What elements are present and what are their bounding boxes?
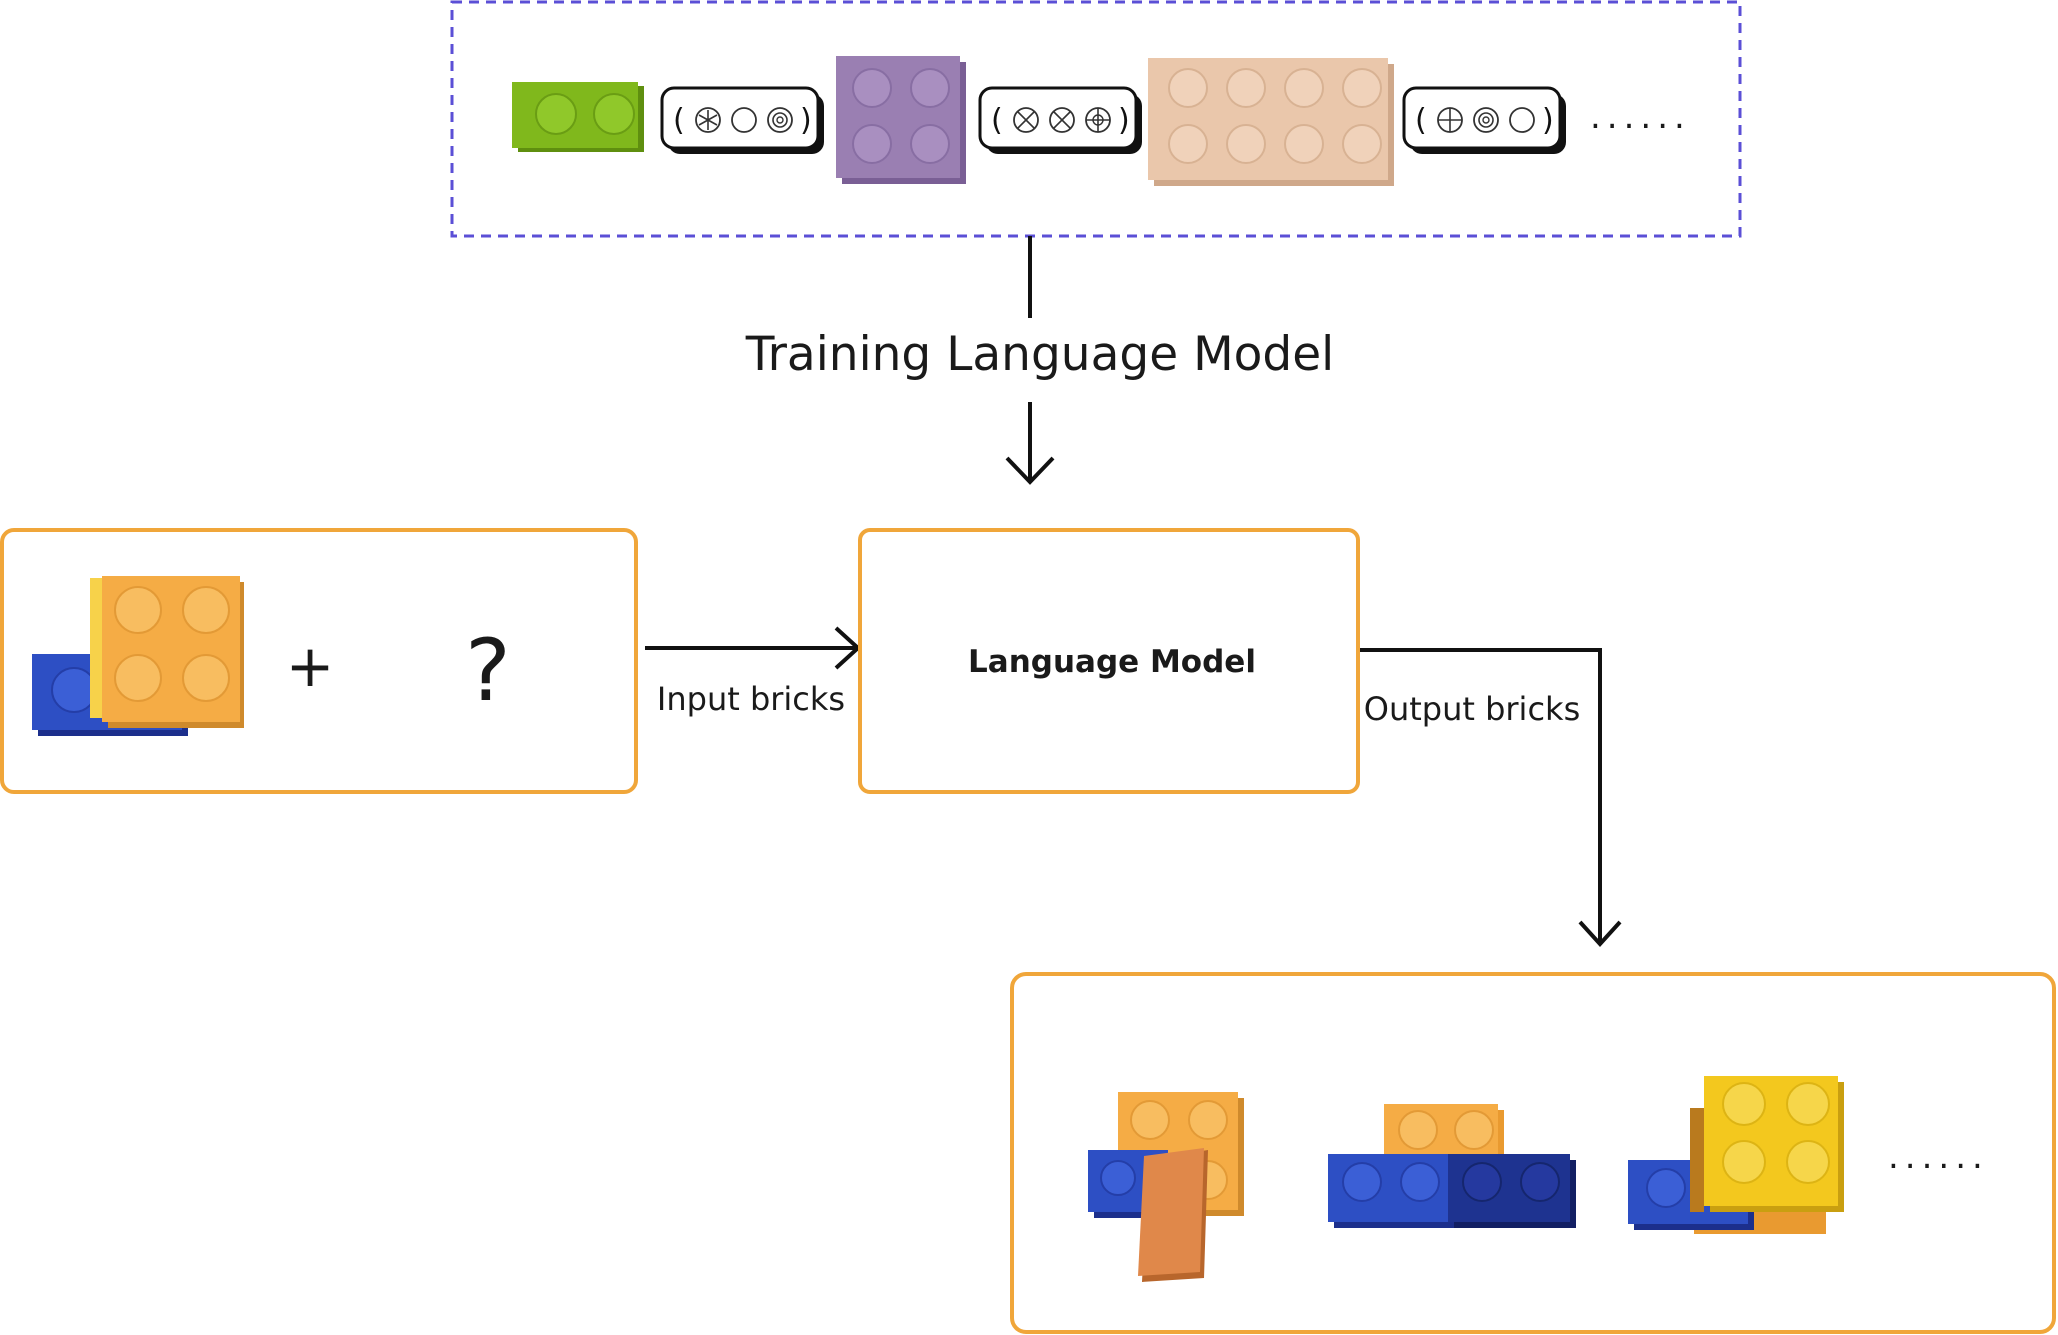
peach-brick-icon — [1148, 58, 1394, 186]
input-bricks-icon — [32, 576, 244, 736]
circle-icon — [1509, 107, 1535, 133]
output-brick-combo-2-icon — [1328, 1104, 1576, 1228]
output-ellipsis: ...... — [1888, 1137, 1989, 1177]
cross-circle-icon — [1049, 107, 1075, 133]
token-group-2: ( ) — [978, 86, 1142, 154]
input-arrow-label: Input bricks — [657, 680, 845, 718]
plus-circle-icon — [1437, 107, 1463, 133]
double-circle-icon — [1473, 107, 1499, 133]
svg-text:): ) — [1118, 103, 1130, 138]
output-arrow — [1360, 648, 1602, 942]
training-label: Training Language Model — [745, 327, 1334, 382]
svg-text:(: ( — [1415, 103, 1427, 138]
output-box — [1010, 972, 2056, 1334]
training-corpus-box — [450, 0, 1742, 238]
language-model-label: Language Model — [968, 644, 1256, 680]
token-group-1: ( ) — [660, 86, 824, 154]
output-brick-combo-1-icon — [1088, 1092, 1244, 1282]
asterisk-circle-icon — [695, 107, 721, 133]
output-arrowhead-icon — [1578, 920, 1622, 947]
plus-dot-circle-icon — [1085, 107, 1111, 133]
circle-icon — [731, 107, 757, 133]
svg-text:(: ( — [673, 103, 685, 138]
svg-text:): ) — [800, 103, 812, 138]
svg-text:(: ( — [991, 103, 1003, 138]
green-brick-icon — [512, 82, 644, 152]
training-arrowhead-icon — [1005, 456, 1055, 485]
purple-brick-icon — [836, 56, 966, 184]
token-group-3: ( ) — [1402, 86, 1566, 154]
language-model-box — [858, 528, 1360, 794]
question-mark: ? — [465, 621, 511, 721]
cross-circle-icon — [1013, 107, 1039, 133]
svg-text:): ) — [1542, 103, 1554, 138]
double-circle-icon — [767, 107, 793, 133]
training-ellipsis: ...... — [1590, 97, 1691, 137]
plus-sign: + — [286, 632, 335, 700]
output-arrow-label: Output bricks — [1364, 690, 1580, 728]
output-brick-combo-3-icon — [1628, 1076, 1844, 1234]
